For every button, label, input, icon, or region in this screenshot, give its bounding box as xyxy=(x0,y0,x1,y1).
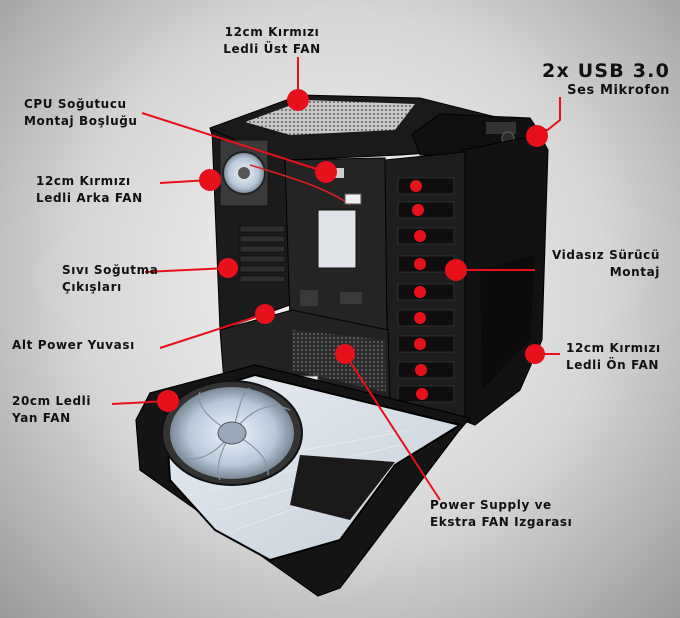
dot-psu-grill xyxy=(335,344,355,364)
dot-rear-fan xyxy=(199,169,221,191)
dot-drive-mount xyxy=(445,259,467,281)
label-side-fan-line1: 20cm Ledli xyxy=(12,394,92,408)
label-rear-fan-line1: 12cm Kırmızı xyxy=(36,174,131,188)
label-rear-fan-line2: Ledli Arka FAN xyxy=(36,191,143,205)
label-usb: 2x USB 3.0 Ses Mikrofon xyxy=(500,60,670,99)
front-bezel-vents xyxy=(480,255,535,390)
label-usb-line2: Ses Mikrofon xyxy=(567,83,670,98)
dot-liquid-cooling xyxy=(218,258,238,278)
top-fan-mesh xyxy=(245,100,415,135)
label-top-fan-line2: Ledli Üst FAN xyxy=(223,42,321,56)
expansion-slots xyxy=(239,225,286,283)
dot-usb xyxy=(526,125,548,147)
label-cpu-cooler: CPU Soğutucu Montaj Boşluğu xyxy=(24,96,138,130)
dot-top-fan xyxy=(287,89,309,111)
label-top-fan-line1: 12cm Kırmızı xyxy=(224,25,320,39)
label-drive-mount-line1: Vidasız Sürücü xyxy=(552,248,660,262)
label-psu-bay: Alt Power Yuvası xyxy=(12,337,135,354)
side-panel xyxy=(135,364,472,597)
label-psu-grill-line1: Power Supply ve xyxy=(430,498,552,512)
dot-psu-bay xyxy=(255,304,275,324)
label-front-fan-line1: 12cm Kırmızı xyxy=(566,341,661,355)
label-liquid-cooling-line1: Sıvı Soğutma xyxy=(62,263,159,277)
dot-cpu-cooler xyxy=(315,161,337,183)
label-top-fan: 12cm Kırmızı Ledli Üst FAN xyxy=(212,24,332,58)
label-cpu-cooler-line2: Montaj Boşluğu xyxy=(24,114,138,128)
label-usb-line1: 2x USB 3.0 xyxy=(542,60,670,82)
label-psu-grill: Power Supply ve Ekstra FAN Izgarası xyxy=(430,497,572,531)
pc-case xyxy=(209,94,550,426)
label-psu-grill-line2: Ekstra FAN Izgarası xyxy=(430,515,573,529)
label-drive-mount: Vidasız Sürücü Montaj xyxy=(520,247,660,281)
dot-side-fan xyxy=(157,390,179,412)
label-liquid-cooling: Sıvı Soğutma Çıkışları xyxy=(62,262,158,296)
label-cpu-cooler-line1: CPU Soğutucu xyxy=(24,97,127,111)
label-side-fan-line2: Yan FAN xyxy=(12,411,71,425)
label-front-fan-line2: Ledli Ön FAN xyxy=(566,358,660,372)
label-drive-mount-line2: Montaj xyxy=(609,265,660,279)
dot-front-fan xyxy=(525,344,545,364)
label-liquid-cooling-line2: Çıkışları xyxy=(62,280,122,294)
rear-fan xyxy=(219,139,269,207)
side-fan xyxy=(161,380,303,486)
label-psu-bay-line1: Alt Power Yuvası xyxy=(12,338,135,352)
usb-ports xyxy=(486,122,516,134)
drive-bay-latches xyxy=(410,180,428,400)
label-side-fan: 20cm Ledli Yan FAN xyxy=(12,393,91,427)
callout-dots xyxy=(157,89,548,412)
cpu-cutout xyxy=(317,209,357,269)
label-front-fan: 12cm Kırmızı Ledli Ön FAN xyxy=(566,340,661,374)
label-rear-fan: 12cm Kırmızı Ledli Arka FAN xyxy=(36,173,143,207)
